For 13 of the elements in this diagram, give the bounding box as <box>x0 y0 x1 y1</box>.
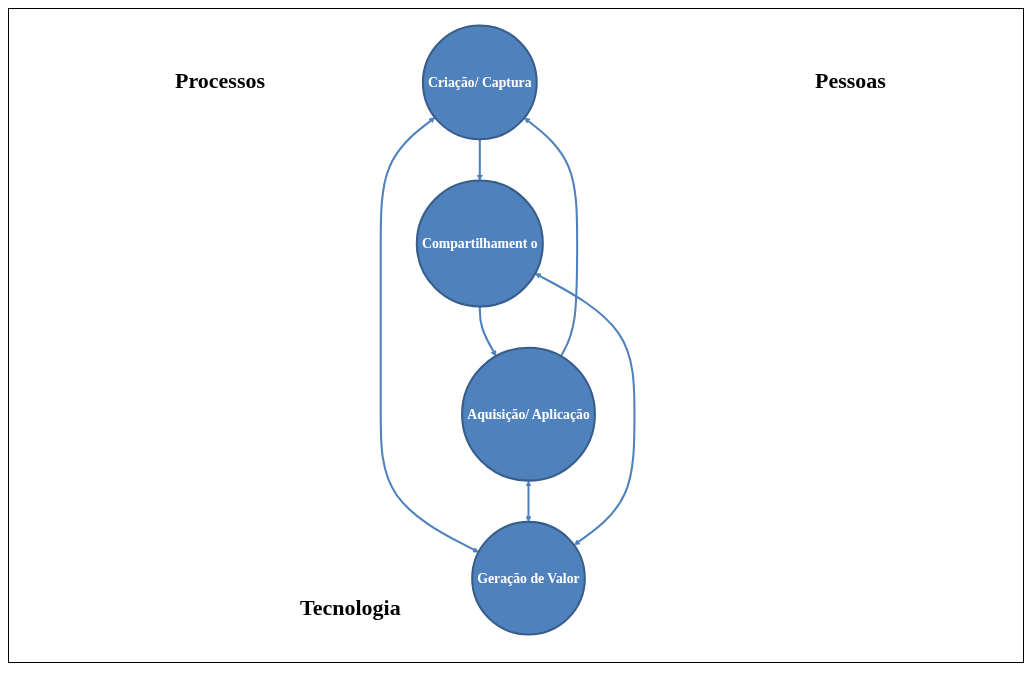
node-circle: Aquisição/ Aplicação <box>461 346 597 482</box>
arrow <box>535 273 636 546</box>
node-circle: Compartilhament o <box>416 179 545 308</box>
node-circle: Criação/ Captura <box>422 24 539 141</box>
category-label: Processos <box>175 68 266 94</box>
category-label: Tecnologia <box>300 595 401 621</box>
arrow <box>479 306 497 357</box>
node-circle: Geração de Valor <box>471 520 587 636</box>
category-label: Pessoas <box>815 68 886 94</box>
arrow <box>477 139 484 181</box>
arrow <box>380 117 480 553</box>
arrow <box>524 117 579 357</box>
arrow <box>525 480 532 523</box>
